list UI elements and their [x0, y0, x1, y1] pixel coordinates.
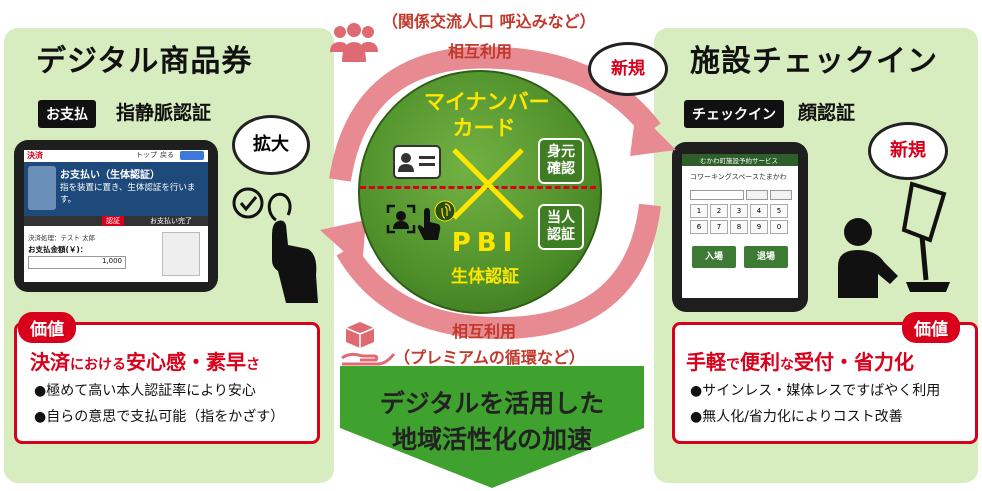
conclusion-line1: デジタルを活用した — [379, 389, 605, 418]
finger-scan-icon — [232, 187, 318, 303]
left-bullet-2: ●自らの意思で支払可能（指をかざす） — [34, 409, 285, 425]
card-line2: カード — [452, 116, 516, 140]
left-badge: お支払 — [38, 100, 96, 128]
key-3[interactable]: 3 — [730, 204, 748, 218]
card-line1: マイナンバー — [424, 90, 550, 114]
top-arrow-label: 相互利用 — [448, 42, 513, 61]
left-subtitle: 指静脈認証 — [116, 102, 212, 124]
nav-top[interactable]: トップ — [136, 151, 157, 159]
conclusion-line2: 地域活性化の加速 — [391, 425, 592, 454]
hand-photo — [28, 166, 56, 210]
bottom-arrow-label: 相互利用 — [452, 322, 517, 341]
person-box-l2: 認証 — [547, 227, 575, 243]
rscreen-header: むかわ町施設予約サービス — [682, 154, 798, 166]
id-card-icon — [393, 145, 441, 179]
right-tablet-screen: むかわ町施設予約サービス コワーキングスペースたまかわ 1 2 3 4 5 6 … — [682, 154, 798, 298]
bio-label: 生体認証 — [451, 267, 519, 287]
screen-banner: お支払い（生体認証） — [60, 170, 160, 181]
conclusion-arrow — [340, 366, 644, 488]
top-note: （関係交流人口 呼込みなど） — [382, 12, 596, 31]
lv-2: における — [70, 357, 126, 373]
left-title: デジタル商品券 — [36, 44, 253, 79]
lv-4: さ — [246, 357, 260, 373]
screen-banner-area: お支払い（生体認証） 指を装置に置き、生体認証を行います。 — [24, 162, 208, 216]
key-5[interactable]: 5 — [770, 204, 788, 218]
screen-amount-value: 1,000 — [101, 257, 122, 265]
identity-box: 身元 確認 — [538, 138, 584, 184]
screen-amount-field: 1,000 — [28, 256, 126, 269]
identity-box-l1: 身元 — [547, 144, 575, 160]
pbi-label: PBI — [451, 228, 519, 258]
key-0[interactable]: 0 — [770, 220, 788, 234]
step-bar: 認証 お支払い完了 — [24, 216, 208, 226]
fingerprint-icon — [434, 200, 456, 222]
lv-1: 決済 — [30, 350, 70, 374]
rscreen-input[interactable] — [690, 190, 744, 200]
right-tablet: むかわ町施設予約サービス コワーキングスペースたまかわ 1 2 3 4 5 6 … — [672, 142, 808, 312]
left-value-headline: 決済における安心感・素早さ — [30, 346, 260, 375]
menu-button[interactable] — [180, 151, 204, 160]
rscreen-keypad: 1 2 3 4 5 6 7 8 9 0 — [690, 204, 790, 234]
key-2[interactable]: 2 — [710, 204, 728, 218]
center-new-bubble: 新規 — [588, 42, 668, 96]
screen-image-slot — [162, 232, 200, 276]
nav-back[interactable]: 戻る — [160, 151, 174, 159]
rscreen-header-text: むかわ町施設予約サービス — [700, 157, 778, 165]
left-value-badge: 価値 — [18, 312, 76, 343]
people-group-icon — [330, 23, 378, 62]
right-title: 施設チェックイン — [690, 44, 938, 79]
left-bullet-1: ●極めて高い本人認証率により安心 — [34, 383, 256, 399]
right-subtitle: 顔認証 — [798, 102, 856, 124]
rv-1: 手軽 — [686, 350, 726, 374]
left-tablet: 決済 トップ 戻る お支払い（生体認証） 指を装置に置き、生体認証を行います。 … — [14, 140, 218, 292]
key-4[interactable]: 4 — [750, 204, 768, 218]
person-box: 当人 認証 — [538, 204, 584, 250]
key-7[interactable]: 7 — [710, 220, 728, 234]
right-badge: チェックイン — [684, 100, 784, 128]
rscreen-btn-b[interactable] — [770, 190, 792, 200]
person-box-l1: 当人 — [547, 210, 575, 226]
screen-user: 決済処理：テスト 太郎 — [28, 234, 96, 242]
key-8[interactable]: 8 — [730, 220, 748, 234]
key-1[interactable]: 1 — [690, 204, 708, 218]
enter-button[interactable]: 入場 — [692, 246, 736, 268]
lv-3: 安心感・素早 — [126, 350, 246, 374]
center-new-bubble-label: 新規 — [611, 59, 645, 79]
rv-5: 受付・省力化 — [794, 350, 914, 374]
finger-touch-icon — [417, 208, 441, 240]
bottom-arrowhead — [320, 220, 366, 268]
step-current: 認証 — [102, 216, 124, 226]
right-new-bubble-label: 新規 — [890, 140, 926, 161]
right-new-bubble: 新規 — [868, 122, 948, 180]
step-next: お支払い完了 — [150, 217, 192, 225]
right-value-badge: 価値 — [902, 312, 960, 343]
screen-header-label: 決済 — [27, 151, 43, 160]
rv-3: 便利 — [740, 350, 780, 374]
right-value-headline: 手軽で便利な受付・省力化 — [686, 346, 914, 375]
face-scan-icon — [386, 204, 416, 234]
screen-amount-label: お支払金額(￥)： — [28, 245, 88, 254]
gift-hand-icon — [341, 322, 396, 366]
rscreen-btn-a[interactable] — [746, 190, 768, 200]
cross-mark-icon — [452, 148, 524, 220]
exit-button[interactable]: 退場 — [744, 246, 788, 268]
expand-bubble-label: 拡大 — [253, 134, 289, 155]
key-9[interactable]: 9 — [750, 220, 768, 234]
core-divider — [360, 186, 596, 189]
right-bullet-2: ●無人化/省力化によりコスト改善 — [690, 409, 903, 425]
key-6[interactable]: 6 — [690, 220, 708, 234]
rv-4: な — [780, 357, 794, 373]
face-kiosk-icon — [838, 181, 950, 298]
right-bullet-1: ●サインレス・媒体レスですばやく利用 — [690, 383, 941, 399]
rscreen-facility: コワーキングスペースたまかわ — [690, 173, 787, 181]
bottom-note: （プレミアムの循環など） — [394, 348, 585, 367]
left-tablet-screen: 決済 トップ 戻る お支払い（生体認証） 指を装置に置き、生体認証を行います。 … — [24, 150, 208, 282]
top-arrowhead — [630, 110, 676, 156]
screen-instruction: 指を装置に置き、生体認証を行います。 — [60, 183, 196, 205]
identity-box-l2: 確認 — [547, 161, 575, 177]
rv-2: で — [726, 357, 740, 373]
expand-bubble: 拡大 — [232, 115, 310, 175]
